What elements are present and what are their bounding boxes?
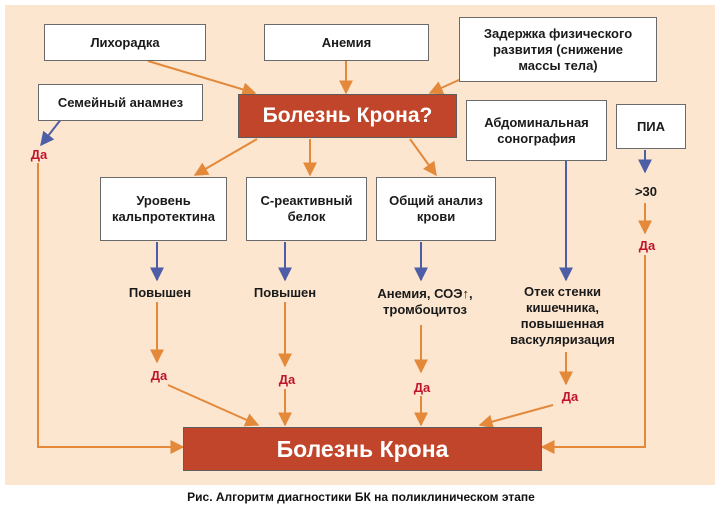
yes-label-family: Да	[30, 147, 48, 162]
test-box-sonography: Абдоминальная сонография	[466, 100, 607, 161]
arrow-calprotectin-yes-to-conclusion	[167, 384, 260, 427]
result-crp: Повышен	[253, 285, 317, 300]
test-box-cbc: Общий анализ крови	[376, 177, 496, 241]
test-box-calprotectin: Уровень кальпротектина	[100, 177, 227, 241]
test-box-pia: ПИА	[616, 104, 686, 149]
arrow-question-to-cbc	[409, 138, 437, 177]
conclusion-box-crohn: Болезнь Крона	[183, 427, 542, 471]
yes-label-sonography: Да	[561, 389, 579, 404]
symptom-box-family-history: Семейный анамнез	[38, 84, 203, 121]
result-cbc: Анемия, СОЭ↑, тромбоцитоз	[377, 286, 473, 317]
arrow-family-to-yes	[40, 117, 63, 147]
yes-label-cbc: Да	[413, 380, 431, 395]
yes-label-pia: Да	[638, 238, 656, 253]
figure-caption: Рис. Алгоритм диагностики БК на поликлин…	[187, 490, 535, 504]
symptom-box-fever: Лихорадка	[44, 24, 206, 61]
test-box-crp: С-реактивный белок	[246, 177, 367, 241]
symptom-box-anemia: Анемия	[264, 24, 429, 61]
arrow-family-yes-to-conclusion	[37, 163, 185, 454]
arrow-question-to-calprotectin	[193, 138, 258, 176]
arrow-fever-to-question	[147, 60, 257, 97]
arrow-pia-yes-to-conclusion	[540, 255, 646, 454]
yes-label-calprotectin: Да	[150, 368, 168, 383]
arrow-sonography-yes-to-conclusion	[478, 404, 554, 429]
symptom-box-growth-delay: Задержка физического развития (снижение …	[459, 17, 657, 82]
result-sonography: Отек стенки кишечника, повышенная васкул…	[510, 284, 615, 347]
question-box-crohn: Болезнь Крона?	[238, 94, 457, 138]
result-calprotectin: Повышен	[128, 285, 192, 300]
result-pia: >30	[634, 184, 658, 199]
yes-label-crp: Да	[278, 372, 296, 387]
